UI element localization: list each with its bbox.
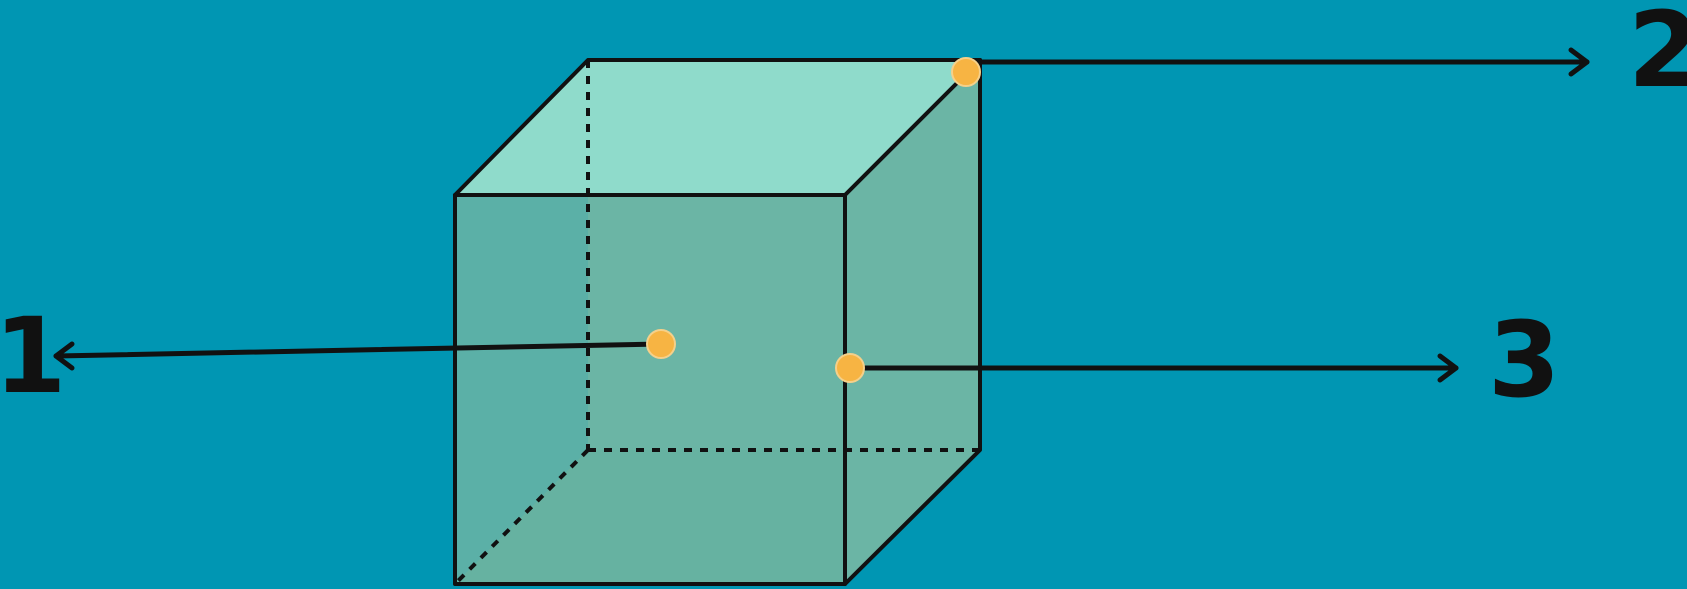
cube-right-face [845,60,980,584]
marker-point-2 [951,57,981,87]
label-3: 3 [1488,299,1560,421]
cube-front-face [455,195,845,584]
marker-point-3 [835,353,865,383]
marker-point-1 [646,329,676,359]
label-1: 1 [0,295,66,417]
label-2: 2 [1628,0,1687,111]
cube-right-edges [843,58,982,586]
pointer-line-1 [53,341,664,359]
arrowhead-1 [53,341,75,371]
arrowhead-3 [1437,353,1459,383]
arrowhead-2 [1568,47,1590,77]
cube-top-edges [453,58,982,197]
